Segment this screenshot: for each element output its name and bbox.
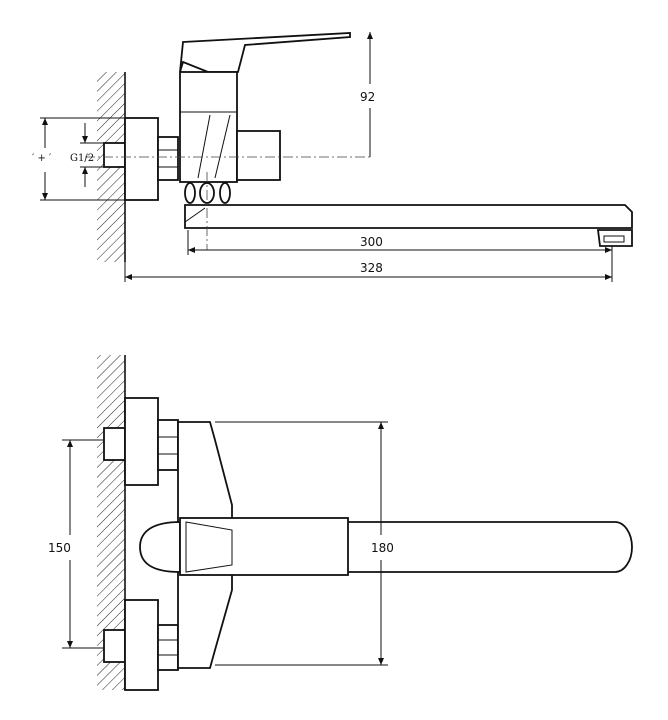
pipe-stub bbox=[103, 142, 126, 168]
pipe-stub-lower bbox=[103, 629, 126, 663]
dim-spout-reach-label: 300 bbox=[360, 235, 383, 249]
flange-upper bbox=[124, 397, 159, 486]
thread-size-label: G1/2 bbox=[70, 153, 94, 164]
dim-total-length-label: 328 bbox=[360, 261, 383, 275]
spout bbox=[184, 204, 633, 229]
lever-top bbox=[179, 517, 349, 576]
hex-nut bbox=[157, 136, 179, 181]
valve-body bbox=[179, 71, 238, 183]
pipe-stub-upper bbox=[103, 427, 126, 461]
side-view: 92 300 328 ′ + ′ G1/2 bbox=[32, 32, 633, 282]
nut-lower bbox=[157, 624, 179, 671]
dim-height-label: 92 bbox=[360, 90, 375, 104]
spout bbox=[344, 521, 633, 573]
dim-center-distance-label: 150 bbox=[48, 541, 71, 555]
top-view: 150 180 bbox=[48, 355, 633, 691]
nut-upper bbox=[157, 419, 179, 471]
lever-handle bbox=[179, 32, 351, 73]
flange-lower bbox=[124, 599, 159, 691]
wall-flange bbox=[124, 117, 159, 201]
dim-handle-span-label: 180 bbox=[371, 541, 394, 555]
cartridge-cap bbox=[236, 130, 281, 181]
thread-mark: ′ + ′ bbox=[32, 153, 52, 164]
handle-knob bbox=[139, 521, 181, 573]
spout-tip bbox=[596, 229, 633, 247]
